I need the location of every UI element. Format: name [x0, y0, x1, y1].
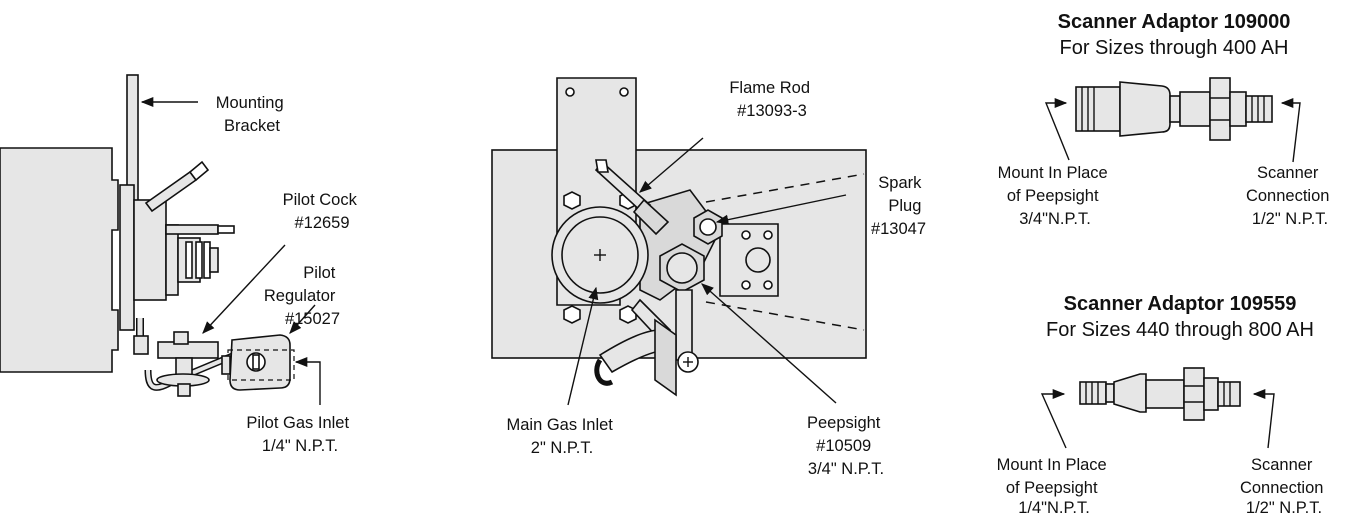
pilot-regulator-label: Pilot Regulator #15027	[264, 264, 340, 328]
adaptor-1-subtitle: For Sizes through 400 AH	[1059, 37, 1288, 59]
spark-plug-label: Spark Plug #13047	[871, 174, 926, 238]
adaptor-2-title: Scanner Adaptor 109559	[1064, 293, 1297, 315]
pilot-gas-inlet-label: Pilot Gas Inlet 1/4" N.P.T.	[246, 414, 353, 455]
peepsight-label: Peepsight #10509 3/4" N.P.T.	[807, 414, 885, 478]
pilot-cock-label: Pilot Cock #12659	[283, 191, 362, 232]
adaptor-1-connection-label: Scanner Connection 1/2" N.P.T.	[1246, 164, 1334, 228]
adaptor-2-subtitle: For Sizes 440 through 800 AH	[1046, 319, 1314, 341]
left-side-view-drawing	[0, 74, 321, 405]
mounting-bracket-label: Mounting Bracket	[216, 94, 288, 135]
scanner-adaptor-2-drawing	[1040, 367, 1275, 449]
adaptor-2-mount-label: Mount In Place of Peepsight 1/4"N.P.T.	[997, 456, 1112, 516]
center-front-view-drawing	[491, 77, 867, 406]
scanner-adaptor-1-drawing	[1044, 77, 1301, 163]
adaptor-2-connection-label: Scanner Connection 1/2" N.P.T.	[1240, 456, 1328, 516]
adaptor-1-title: Scanner Adaptor 109000	[1058, 11, 1291, 33]
adaptor-1-mount-label: Mount In Place of Peepsight 3/4"N.P.T.	[998, 164, 1113, 228]
main-gas-inlet-label: Main Gas Inlet 2" N.P.T.	[507, 416, 618, 457]
flame-rod-label: Flame Rod #13093-3	[729, 79, 814, 120]
